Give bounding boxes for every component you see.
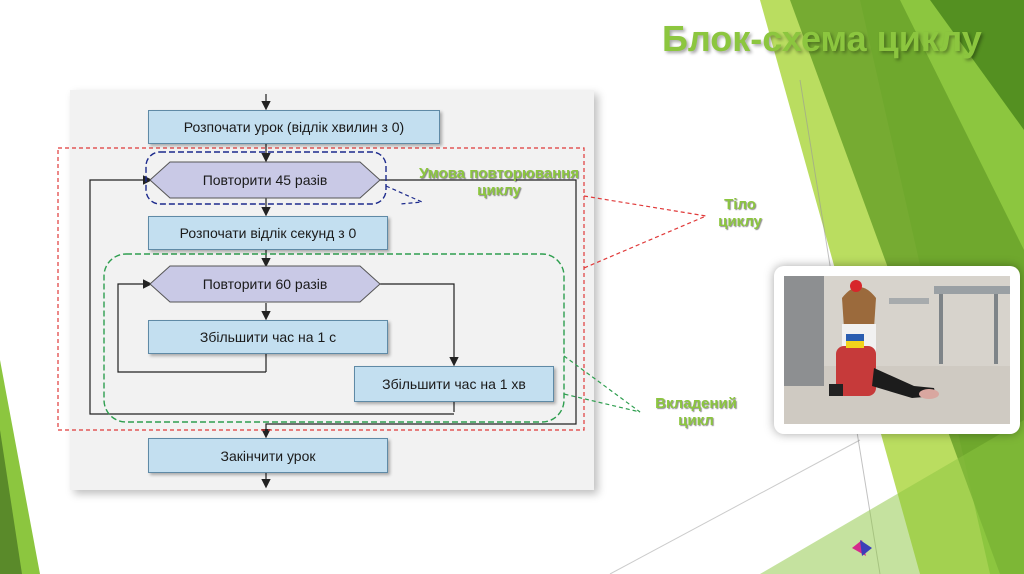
end-lesson-block: Закінчити урок	[148, 438, 388, 473]
nested-loop-outline	[103, 253, 565, 423]
start-lesson-block: Розпочати урок (відлік хвилин з 0)	[148, 110, 440, 144]
condition-annotation-line2: циклу	[477, 182, 521, 199]
condition-annotation: Умова повторювання циклу	[404, 165, 594, 199]
outer-condition-shape	[149, 161, 381, 199]
inner-condition-label: Повторити 60 разів	[202, 276, 328, 292]
nested-annotation-line2: цикл	[678, 412, 714, 429]
loop-body-outline	[57, 147, 585, 431]
slide-nav-icon[interactable]	[852, 540, 872, 556]
slide-title: Блок-схема циклу	[662, 18, 982, 59]
nested-annotation: Вкладений цикл	[636, 395, 756, 429]
condition-annotation-line1: Умова повторювання	[419, 165, 579, 182]
body-annotation: Тіло циклу	[700, 196, 780, 230]
nested-annotation-line1: Вкладений	[655, 395, 737, 412]
increase-second-block: Збільшити час на 1 с	[148, 320, 388, 354]
outer-condition-label: Повторити 45 разів	[202, 172, 328, 188]
body-annotation-line1: Тіло	[724, 196, 756, 213]
loop-condition-outline	[145, 151, 387, 205]
body-annotation-line2: циклу	[718, 213, 762, 230]
photo-frame	[774, 266, 1020, 434]
start-seconds-block: Розпочати відлік секунд з 0	[148, 216, 388, 250]
increase-minute-block: Збільшити час на 1 хв	[354, 366, 554, 402]
inner-condition-shape	[149, 265, 381, 303]
photo-girl-with-backpack-icon	[784, 276, 1010, 424]
